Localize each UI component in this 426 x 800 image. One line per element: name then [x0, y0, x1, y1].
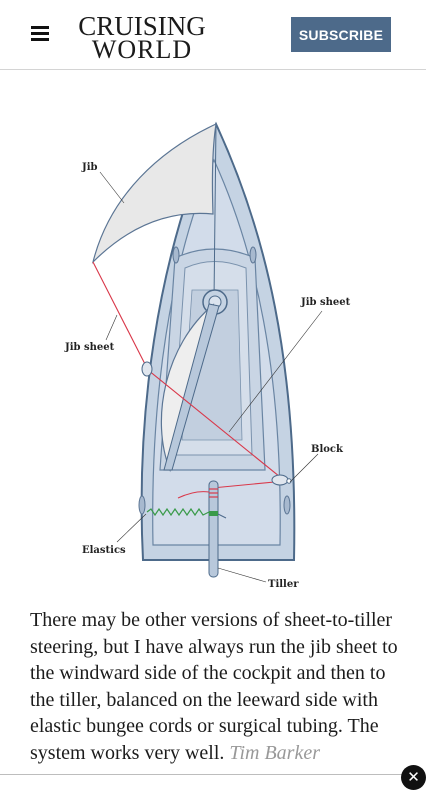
cleat-right [283, 495, 291, 515]
port-left [172, 246, 180, 264]
hamburger-menu-icon[interactable] [31, 26, 49, 42]
subscribe-button[interactable]: SUBSCRIBE [291, 17, 391, 52]
jib-sail [91, 122, 217, 264]
article-body: There may be other versions of sheet-to-… [30, 609, 398, 764]
fairlead-left [141, 361, 153, 377]
label-elastics: Elastics [82, 545, 126, 556]
label-jib: Jib [81, 162, 98, 173]
label-jib-sheet-left: Jib sheet [64, 342, 115, 353]
sticky-ad-divider [0, 774, 406, 775]
label-block: Block [311, 444, 344, 455]
close-icon[interactable]: ✕ [401, 765, 426, 790]
tiller [208, 480, 219, 578]
logo-line-2: WORLD [91, 35, 193, 64]
site-header: CRUISING WORLD SUBSCRIBE [0, 0, 426, 70]
elastic [146, 507, 210, 517]
label-tiller: Tiller [268, 579, 299, 590]
site-logo[interactable]: CRUISING WORLD [72, 13, 212, 63]
article-paragraph: There may be other versions of sheet-to-… [30, 607, 400, 766]
block [271, 474, 289, 486]
label-jib-sheet-right: Jib sheet [300, 297, 351, 308]
port-right [249, 246, 257, 264]
article-credit: Tim Barker [229, 741, 320, 764]
cleat-left [138, 495, 146, 515]
boat-rigging-diagram: Jib Jib sheet Jib sheet Block Elastics T… [64, 121, 351, 590]
boom [163, 303, 220, 471]
logo-line-1: CRUISING [78, 11, 206, 41]
jib-sheet-line [92, 261, 287, 489]
